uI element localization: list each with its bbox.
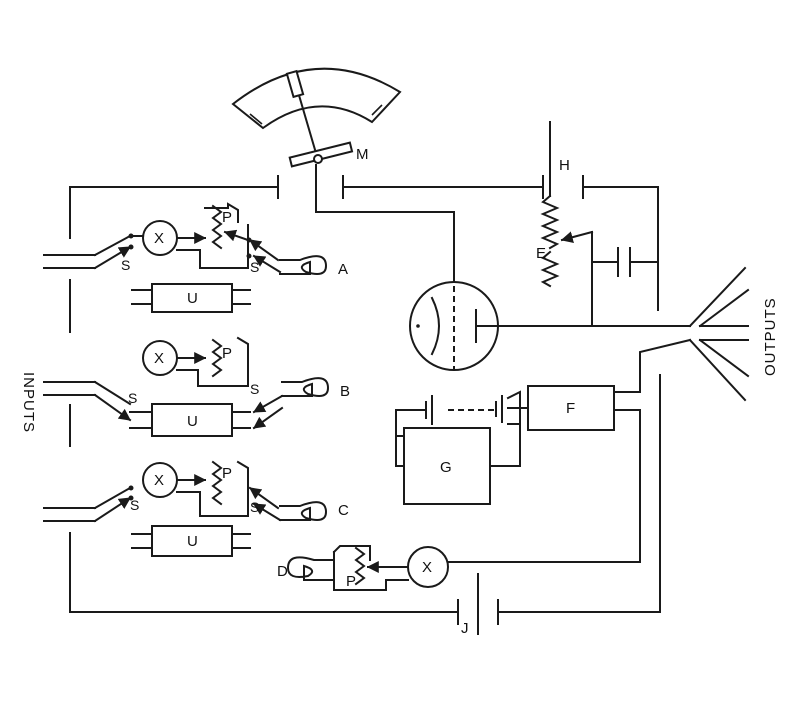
label-s-c-right: S [250,499,259,515]
label-d: D [277,563,288,580]
left-bus: J [69,279,661,637]
valve-tube [409,281,691,371]
label-s-b-left: S [128,390,137,406]
label-x-b: X [154,350,164,367]
top-bus [69,175,659,311]
label-u-c: U [187,533,198,550]
inputs-label: INPUTS [20,372,37,433]
label-s-b-right: S [250,381,259,397]
outputs-label: OUTPUTS [762,297,779,376]
meter-m: M [231,67,455,283]
label-u-a: U [187,290,198,307]
output-fan: OUTPUTS [613,266,779,402]
channel-b: S X P U S B [43,336,350,437]
label-p-c: P [222,465,232,482]
label-f: F [566,400,575,417]
label-j: J [461,620,469,637]
label-b: B [340,383,350,400]
label-x-a: X [154,230,164,247]
label-x-d: X [422,559,432,576]
channel-a: S X P S A U [43,202,348,313]
label-c: C [338,502,349,519]
label-a: A [338,261,348,278]
channel-c: S X P S C U [43,460,349,557]
label-s-a-right: S [250,259,259,275]
label-g: G [440,459,452,476]
label-p-a: P [222,209,232,226]
label-s-a-left: S [121,257,130,273]
bias-network: H E [536,121,659,327]
label-p-d: P [346,573,356,590]
label-x-c: X [154,472,164,489]
label-m: M [356,146,369,163]
label-p-b: P [222,345,232,362]
label-h: H [559,157,570,174]
channel-d: X P D [277,409,641,591]
relay-f-battery-g: F G [395,385,615,505]
label-u-b: U [187,413,198,430]
label-s-c-left: S [130,497,139,513]
label-e: E [536,245,546,262]
